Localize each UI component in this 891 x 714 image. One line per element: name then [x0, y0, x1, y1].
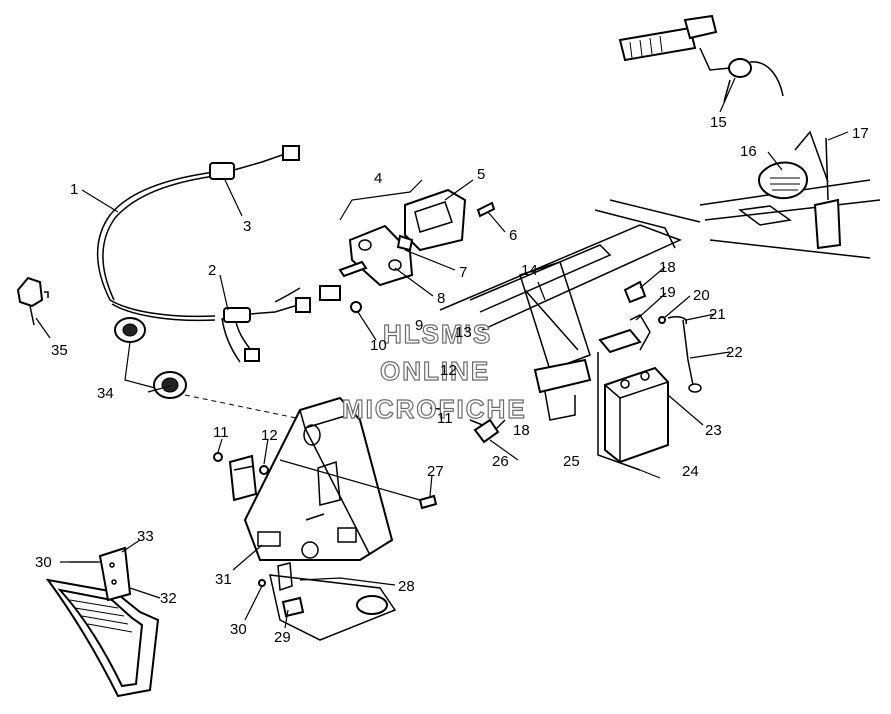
callout-29: 29	[274, 629, 291, 646]
callout-3: 3	[243, 218, 251, 235]
callout-34: 34	[97, 385, 114, 402]
callout-11-relay: 11	[213, 424, 229, 441]
callout-24: 24	[682, 463, 699, 480]
ignition-coil	[114, 317, 331, 426]
callout-5: 5	[477, 166, 485, 183]
horn	[758, 130, 842, 250]
callout-21: 21	[709, 306, 726, 323]
callout-14: 14	[521, 262, 538, 279]
leader-lines	[35, 77, 849, 629]
callout-labels: 1 2 3 4 5 6 7 8 9 10 11 12 12 13 14 15 1…	[35, 114, 869, 646]
watermark-line-2: ONLINE	[380, 356, 490, 386]
mud-flap	[45, 546, 160, 698]
cdi-box-assembly	[319, 179, 496, 313]
callout-1: 1	[70, 181, 78, 198]
callout-12-frame: 12	[440, 362, 457, 379]
battery-cables	[623, 280, 702, 393]
callout-2: 2	[208, 262, 216, 279]
watermark-line-1: HLSM'S	[383, 319, 492, 349]
callout-7: 7	[459, 264, 467, 281]
callout-30-lower: 30	[230, 621, 247, 638]
frame-rails	[439, 199, 701, 431]
callout-26: 26	[492, 453, 509, 470]
callout-4: 4	[374, 170, 382, 187]
watermark-line-3: MICROFICHE	[342, 394, 527, 424]
callout-30-left: 30	[35, 554, 52, 571]
callout-19: 19	[659, 284, 676, 301]
callout-20: 20	[693, 287, 710, 304]
callout-8: 8	[437, 290, 445, 307]
callout-35: 35	[51, 342, 68, 359]
callout-23: 23	[705, 422, 722, 439]
callout-16: 16	[740, 143, 757, 160]
callout-13: 13	[455, 324, 472, 341]
callout-22: 22	[726, 344, 743, 361]
callout-18-lower: 18	[513, 422, 530, 439]
callout-12-relay: 12	[261, 427, 278, 444]
callout-28: 28	[398, 578, 415, 595]
callout-32: 32	[160, 590, 177, 607]
callout-15: 15	[710, 114, 727, 131]
callout-11-upper: 11	[437, 410, 453, 427]
wiring-harness	[96, 145, 311, 363]
spark-plug-cap	[16, 276, 49, 326]
watermark: HLSM'S ONLINE MICROFICHE	[341, 318, 527, 424]
callout-9: 9	[415, 317, 423, 334]
callout-27: 27	[427, 463, 444, 480]
callout-31: 31	[215, 571, 232, 588]
relay	[213, 407, 500, 502]
callout-25: 25	[563, 453, 580, 470]
callout-10: 10	[370, 337, 387, 354]
battery	[597, 328, 669, 479]
lower-bracket	[258, 562, 397, 641]
callout-33: 33	[137, 528, 154, 545]
handlebar-switch	[618, 14, 784, 103]
callout-17: 17	[852, 125, 869, 142]
callout-6: 6	[509, 227, 517, 244]
callout-18-upper: 18	[659, 259, 676, 276]
mounting-plate	[243, 396, 438, 561]
